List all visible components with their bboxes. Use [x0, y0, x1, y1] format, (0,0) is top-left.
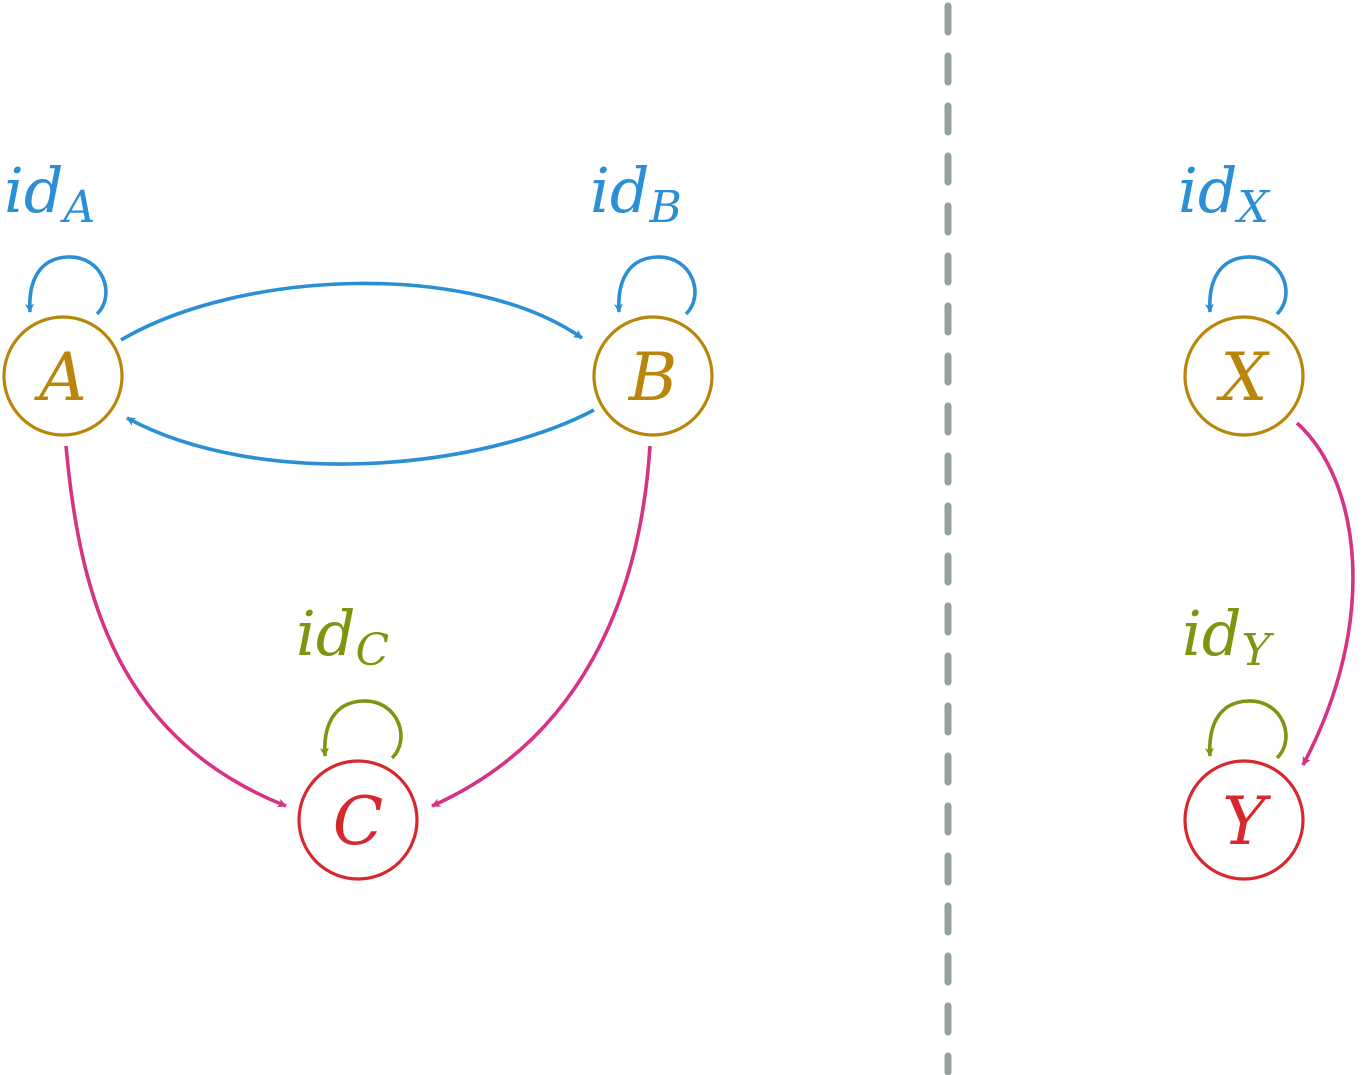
- left-category: A B C idA idB idC: [2, 154, 714, 881]
- morphism-b-to-c: [431, 445, 652, 808]
- right-category: X Y idX idY: [1178, 154, 1355, 881]
- identity-loop-b: [614, 255, 697, 316]
- morphism-x-to-y: [1295, 421, 1355, 766]
- identity-label-y: idY: [1182, 597, 1275, 676]
- identity-label-b: idB: [590, 154, 682, 233]
- identity-label-c: idC: [296, 597, 389, 676]
- identity-loop-c: [320, 699, 403, 760]
- node-a: A: [2, 315, 124, 437]
- morphism-a-to-c: [64, 445, 287, 808]
- node-x: X: [1183, 315, 1305, 437]
- morphism-a-to-b: [120, 281, 584, 342]
- identity-loop-x: [1205, 255, 1288, 316]
- morphism-b-to-a: [126, 408, 595, 466]
- identity-label-x: idX: [1178, 154, 1271, 233]
- identity-loop-y: [1205, 699, 1288, 760]
- node-c-label: C: [333, 783, 384, 860]
- identity-loop-a: [25, 255, 108, 316]
- node-y-label: Y: [1222, 783, 1271, 860]
- node-x-label: X: [1216, 339, 1271, 416]
- node-b-label: B: [628, 339, 678, 416]
- node-c: C: [297, 759, 419, 881]
- node-y: Y: [1183, 759, 1305, 881]
- node-b: B: [592, 315, 714, 437]
- identity-label-a: idA: [4, 154, 95, 233]
- node-a-label: A: [33, 339, 87, 416]
